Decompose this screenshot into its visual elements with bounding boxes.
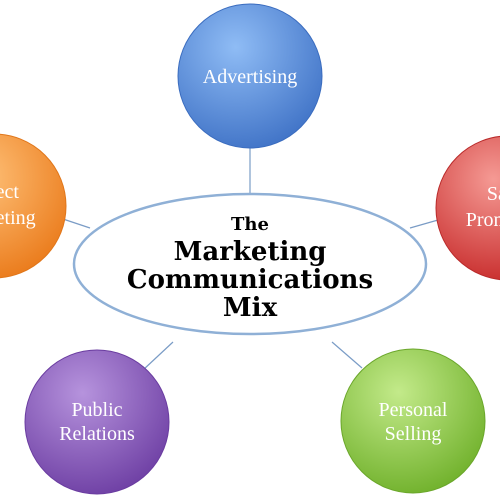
connector-sales-promotion — [409, 219, 439, 229]
node-public-relations: Public Relations — [24, 349, 170, 495]
node-direct-marketing: Direct Marketing — [0, 133, 67, 279]
node-public-relations-label-line1: Public — [71, 399, 122, 421]
node-direct-marketing-label-line2: Marketing — [0, 207, 36, 229]
node-advertising-label: Advertising — [203, 66, 297, 88]
node-sales-promotion-label-line1: Sales — [487, 183, 500, 205]
node-personal-selling-label-line2: Selling — [385, 423, 442, 445]
connector-personal-selling — [331, 341, 363, 369]
node-advertising: Advertising — [177, 3, 323, 149]
center-title-line2: Marketing — [174, 237, 327, 267]
center-title-line4: Mix — [223, 293, 278, 323]
node-personal-selling: Personal Selling — [340, 348, 486, 494]
node-public-relations-label-line2: Relations — [59, 423, 135, 445]
center-title-line3: Communications — [127, 265, 373, 295]
node-sales-promotion-label-line2: Promotion — [466, 209, 500, 231]
node-direct-marketing-label-line1: Direct — [0, 181, 19, 203]
center-title-line1: The — [231, 214, 269, 235]
node-sales-promotion: Sales Promotion — [435, 135, 500, 281]
connector-public-relations — [142, 341, 174, 371]
center-ellipse: The Marketing Communications Mix — [72, 192, 428, 336]
node-personal-selling-label-line1: Personal — [379, 399, 448, 421]
